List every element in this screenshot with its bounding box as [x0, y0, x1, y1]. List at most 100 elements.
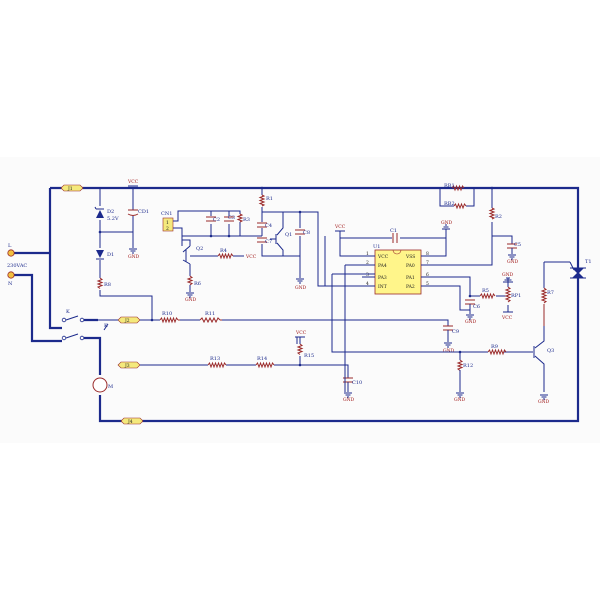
- svg-text:R4: R4: [220, 248, 227, 254]
- transistor-q2: Q2: [181, 236, 203, 276]
- capacitor-c8: C8: [295, 212, 310, 256]
- potentiometer-rp1: GND VCC RP1: [501, 272, 521, 321]
- svg-text:GND: GND: [454, 397, 466, 403]
- svg-text:VCC: VCC: [334, 224, 346, 230]
- capacitor-c3: C3: [224, 215, 235, 222]
- svg-text:R11: R11: [205, 311, 215, 317]
- svg-text:R2: R2: [495, 214, 502, 220]
- resistor-rb1: RB1: [444, 183, 465, 192]
- svg-text:1: 1: [166, 220, 169, 226]
- resistor-r4: R4 VCC: [217, 248, 257, 260]
- svg-text:D1: D1: [107, 252, 114, 258]
- svg-text:U1: U1: [373, 244, 380, 250]
- pin-name: PA2: [406, 284, 415, 290]
- resistor-r5: R5: [479, 288, 496, 300]
- svg-text:R9: R9: [491, 344, 498, 350]
- capacitor-c1: C1: [390, 228, 398, 243]
- capacitor-c9: C9 GND: [443, 325, 459, 354]
- port-j1: J1: [60, 184, 84, 192]
- svg-text:K: K: [104, 323, 108, 329]
- gnd-cd1: GND: [128, 248, 140, 260]
- svg-text:GND: GND: [343, 397, 355, 403]
- svg-text:Q2: Q2: [196, 246, 203, 252]
- port-j4: J4: [120, 417, 144, 425]
- svg-text:R3: R3: [243, 217, 250, 223]
- svg-text:GND: GND: [441, 220, 453, 226]
- pin-number: 3: [366, 272, 369, 278]
- svg-text:2: 2: [166, 226, 169, 232]
- svg-text:T1: T1: [585, 259, 592, 265]
- rail-relay-out: [84, 318, 102, 375]
- port-j3: J3: [117, 361, 141, 369]
- resistor-r7: R7: [540, 261, 570, 326]
- svg-text:C9: C9: [452, 329, 459, 335]
- resistor-r6: R6 GND: [185, 275, 201, 303]
- svg-text:VCC: VCC: [245, 254, 257, 260]
- pin-number: 5: [426, 281, 429, 287]
- port-j2: J2: [117, 316, 141, 324]
- terminal-l: L: [7, 243, 15, 257]
- rail-right: [98, 278, 580, 423]
- label-l: L: [8, 243, 12, 249]
- vcc-cd1: VCC: [127, 179, 139, 187]
- svg-text:R13: R13: [210, 356, 220, 362]
- resistor-r13: R13: [207, 356, 227, 369]
- pin-number: 8: [426, 251, 429, 257]
- svg-text:C5: C5: [514, 242, 521, 248]
- svg-text:C1: C1: [390, 228, 397, 234]
- svg-text:GND: GND: [502, 272, 514, 278]
- svg-text:Q3: Q3: [547, 348, 554, 354]
- svg-text:K: K: [66, 309, 70, 315]
- triac-t1: T1: [569, 259, 592, 279]
- svg-text:R8: R8: [104, 282, 111, 288]
- svg-text:R1: R1: [266, 196, 273, 202]
- capacitor-c7: C7: [257, 237, 272, 245]
- capacitor-c10: C10 GND: [343, 377, 362, 403]
- pin-number: 4: [366, 281, 369, 287]
- pin-name: PA1: [406, 275, 415, 281]
- svg-text:M: M: [108, 384, 113, 390]
- svg-text:C4: C4: [265, 223, 272, 229]
- connector-cn1: CN1 1 2: [161, 211, 174, 232]
- transistor-q3: Q3 GND: [533, 326, 554, 405]
- pin-name: PA4: [378, 263, 387, 269]
- svg-text:GND: GND: [295, 285, 307, 291]
- svg-text:GND: GND: [185, 297, 197, 303]
- relay-k: K K: [61, 309, 108, 341]
- gnd-u1: GND: [441, 220, 453, 238]
- svg-text:R10: R10: [162, 311, 172, 317]
- svg-text:J2: J2: [124, 318, 130, 324]
- resistor-r10: R10: [159, 311, 180, 324]
- label-voltage: 230VAC: [7, 263, 27, 269]
- svg-text:5.2V: 5.2V: [107, 216, 119, 222]
- capacitor-c5: C5 GND: [507, 242, 521, 265]
- pin-name: PA0: [406, 263, 415, 269]
- resistor-r11: R11: [199, 311, 222, 324]
- resistor-r9: R9: [487, 344, 507, 356]
- capacitor-c4: C4: [257, 222, 272, 229]
- transistor-q1: Q1: [270, 212, 292, 256]
- pin-name: PA3: [378, 275, 387, 281]
- svg-text:RP1: RP1: [511, 293, 521, 299]
- svg-text:J3: J3: [124, 363, 130, 369]
- svg-text:C2: C2: [213, 217, 220, 223]
- svg-text:GND: GND: [465, 319, 477, 325]
- terminal-n: N: [7, 271, 15, 287]
- gnd-q1: GND: [295, 278, 307, 291]
- resistor-r1: R1: [258, 194, 273, 207]
- motor-m: M: [92, 377, 113, 393]
- svg-text:GND: GND: [443, 348, 455, 354]
- zener-diode: D2 5.2V: [94, 206, 119, 222]
- pin-name: VSS: [405, 254, 415, 260]
- svg-text:C8: C8: [303, 230, 310, 236]
- svg-text:J1: J1: [67, 186, 73, 192]
- svg-text:RB2: RB2: [444, 201, 455, 207]
- svg-text:RB1: RB1: [444, 183, 455, 189]
- svg-text:VCC: VCC: [127, 179, 139, 185]
- label-n: N: [8, 281, 13, 287]
- svg-text:CD1: CD1: [138, 209, 149, 215]
- svg-text:D2: D2: [107, 209, 114, 215]
